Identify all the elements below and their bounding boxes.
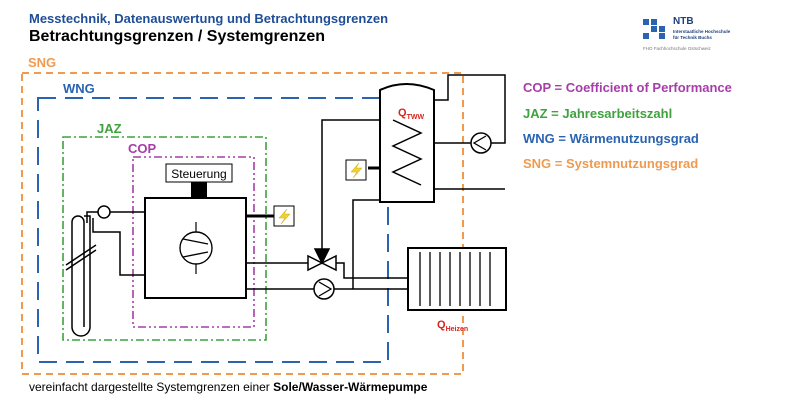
control-label: Steuerung — [171, 167, 226, 181]
legend-sng: SNG = Systemnutzungsgrad — [523, 156, 699, 171]
jaz-boundary — [62, 136, 267, 341]
caption-bold: Sole/Wasser-Wärmepumpe — [273, 380, 428, 394]
sng-boundary — [21, 72, 464, 375]
brine-line-return — [92, 218, 145, 276]
control-connector — [191, 182, 207, 198]
heating-coil-icon — [391, 119, 423, 186]
brine-pump-icon — [97, 205, 111, 219]
heat-pump-unit — [144, 197, 247, 299]
q-heizen-label: QHeizen — [437, 319, 468, 333]
ntb-logo: NTB Interstaatliche Hochschule für Techn… — [643, 16, 753, 56]
legend-jaz: JAZ = Jahresarbeitszahl — [523, 106, 673, 121]
logo-name: NTB — [673, 16, 694, 27]
header-subtitle: Messtechnik, Datenauswertung und Betrach… — [29, 11, 389, 26]
circulation-line — [434, 74, 506, 144]
page-title: Betrachtungsgrenzen / Systemgrenzen — [29, 28, 326, 45]
return-line-tank — [352, 199, 380, 289]
legend-wng: WNG = Wärmenutzungsgrad — [523, 131, 699, 146]
cop-label: COP — [128, 141, 157, 156]
brine-line-top — [86, 211, 145, 223]
logo-squares-icon — [643, 16, 669, 42]
q-tww-label: QTWW — [398, 107, 424, 121]
three-way-valve-icon — [307, 248, 337, 272]
hot-water-tank — [379, 83, 435, 203]
jaz-label: JAZ — [97, 121, 122, 136]
sng-label: SNG — [28, 55, 56, 70]
radiator-icon — [407, 247, 507, 311]
logo-line3: FHO Fachhochschule Ostschweiz — [643, 46, 711, 51]
cop-boundary — [132, 156, 255, 328]
wng-label: WNG — [63, 81, 95, 96]
logo-line2: für Technik Buchs — [673, 35, 712, 40]
logo-line1: Interstaatliche Hochschule — [673, 29, 731, 34]
caption-prefix: vereinfacht dargestellte Systemgrenzen e… — [29, 380, 274, 394]
legend-cop: COP = Coefficient of Performance — [523, 80, 732, 95]
flow-line-valve-tank — [321, 119, 380, 249]
diagram-caption: vereinfacht dargestellte Systemgrenzen e… — [29, 380, 427, 394]
flow-line-valve-radiator — [336, 262, 408, 279]
wng-boundary — [37, 97, 389, 363]
ground-probe-icon — [65, 215, 97, 337]
